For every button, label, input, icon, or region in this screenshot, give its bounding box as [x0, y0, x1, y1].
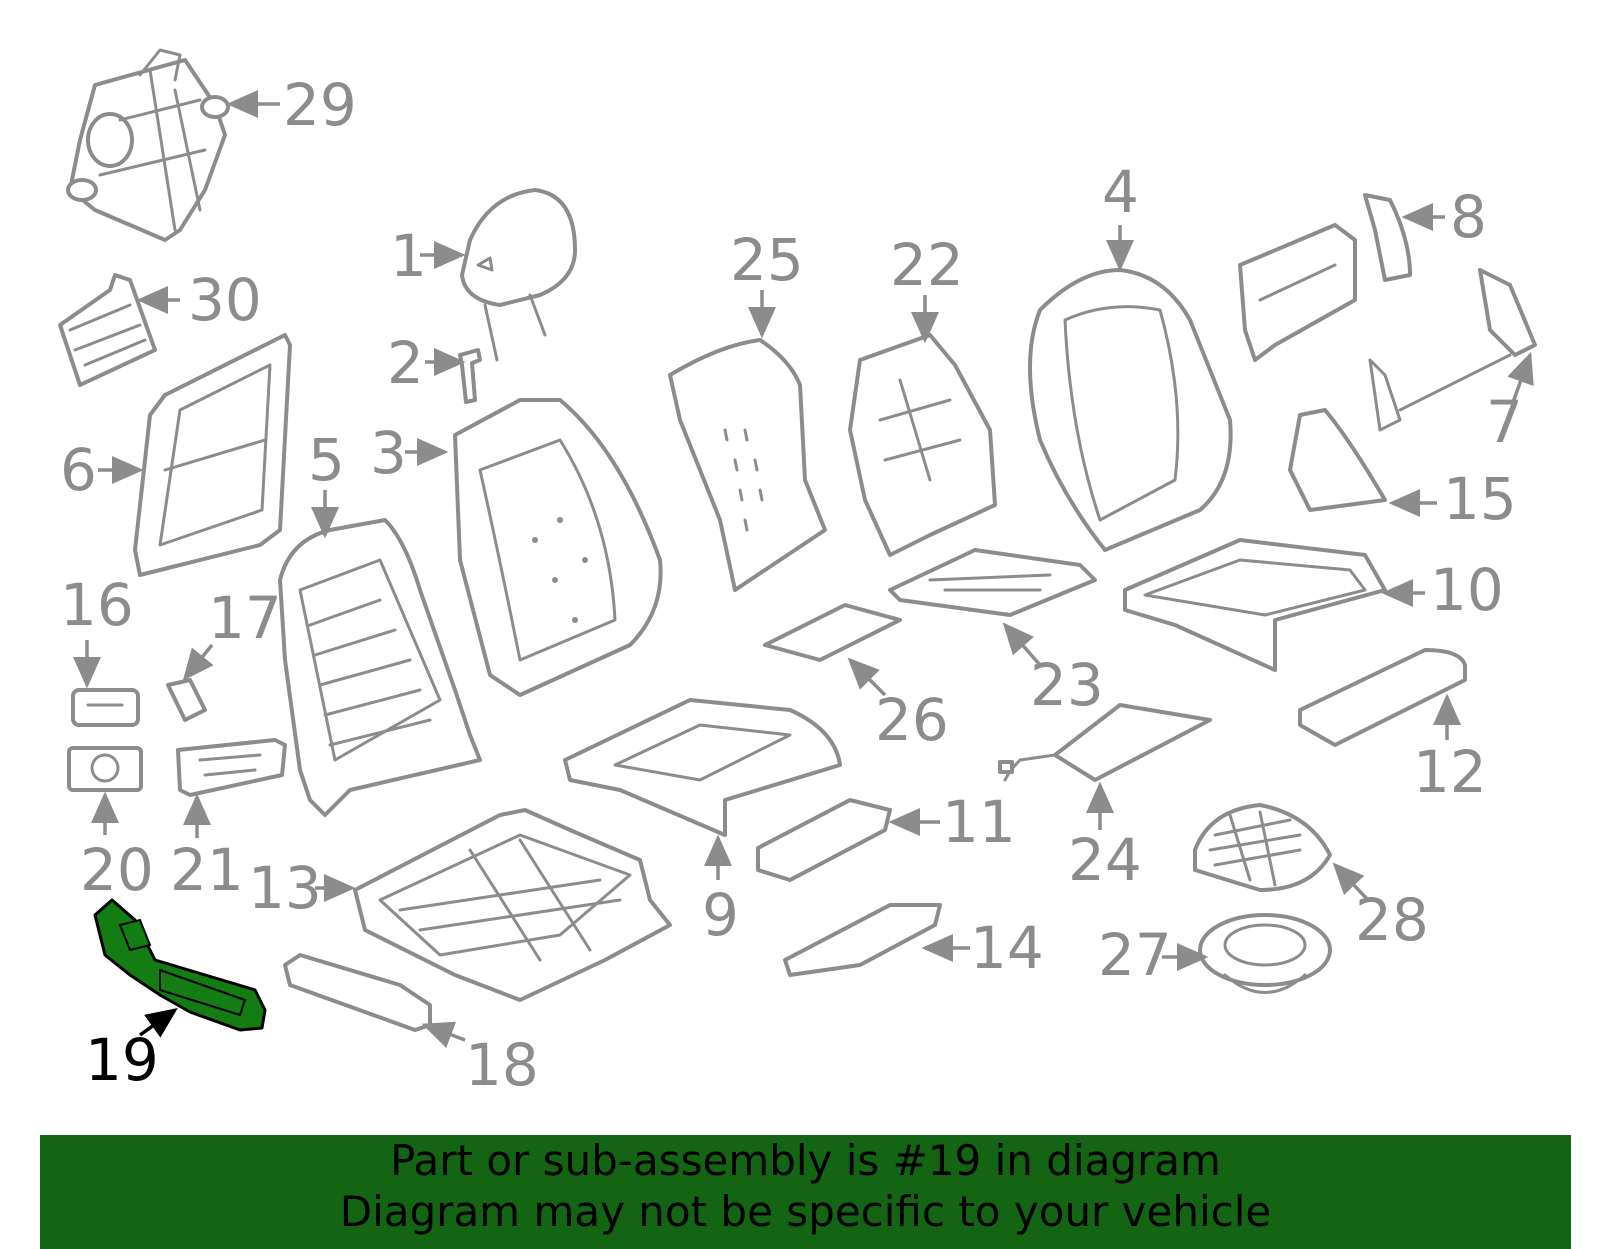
part-24-sensor-mat	[998, 703, 1212, 782]
part-23-heater-mat	[888, 548, 1097, 617]
part-7-side-shield	[1368, 268, 1537, 432]
callout-14[interactable]: 14	[970, 914, 1044, 982]
part-26-plate	[763, 603, 902, 662]
callout-17[interactable]: 17	[208, 584, 282, 652]
part-21-switch-module	[176, 738, 287, 797]
callout-29[interactable]: 29	[283, 71, 357, 139]
callout-11[interactable]: 11	[942, 788, 1016, 856]
callout-5[interactable]: 5	[308, 426, 345, 494]
part-3-back-cover	[453, 398, 663, 697]
callout-labels: 29 30 1 2 3 6 5 25 22 4 8 7 15 10 12 23 …	[60, 71, 1523, 1099]
part-13-seat-frame	[353, 808, 672, 1002]
part-16-switch	[71, 688, 140, 727]
callout-9[interactable]: 9	[702, 881, 739, 949]
part-12-cushion-pad	[1298, 648, 1467, 747]
part-27-speaker	[1198, 913, 1332, 994]
callout-8[interactable]: 8	[1450, 183, 1487, 251]
part-20-switch	[67, 746, 143, 792]
part-29-motor-assembly	[66, 48, 230, 242]
callout-13[interactable]: 13	[248, 854, 322, 922]
part-11-pad	[756, 798, 892, 882]
info-banner: Part or sub-assembly is #19 in diagram D…	[40, 1135, 1571, 1249]
part-28-grille	[1193, 803, 1332, 892]
leader-lines	[73, 90, 1534, 1048]
part-19-side-trim	[93, 898, 267, 1032]
part-22-back-insert	[848, 333, 997, 557]
part-15-cover	[1288, 408, 1387, 512]
callout-21[interactable]: 21	[170, 836, 244, 904]
callout-6[interactable]: 6	[60, 436, 97, 504]
part-14-side-cover	[783, 903, 942, 977]
callout-18[interactable]: 18	[465, 1031, 539, 1099]
part-10-cushion-cover	[1123, 538, 1387, 672]
callout-3[interactable]: 3	[370, 419, 407, 487]
callout-20[interactable]: 20	[80, 836, 154, 904]
banner-line-1: Part or sub-assembly is #19 in diagram	[390, 1136, 1221, 1185]
part-5-back-frame	[278, 518, 482, 817]
callout-23[interactable]: 23	[1030, 651, 1104, 719]
callout-7[interactable]: 7	[1486, 388, 1523, 456]
callout-15[interactable]: 15	[1443, 465, 1517, 533]
part-30-bracket-panel	[58, 273, 157, 387]
callout-10[interactable]: 10	[1430, 556, 1504, 624]
callout-22[interactable]: 22	[890, 231, 964, 299]
part-4-back-cover	[1028, 268, 1233, 552]
part-17-knob	[166, 678, 207, 722]
callout-30[interactable]: 30	[188, 266, 262, 334]
callout-16[interactable]: 16	[60, 571, 134, 639]
callout-12[interactable]: 12	[1413, 738, 1487, 806]
callout-25[interactable]: 25	[730, 226, 804, 294]
banner-line-2: Diagram may not be specific to your vehi…	[339, 1187, 1272, 1236]
callout-24[interactable]: 24	[1068, 826, 1142, 894]
part-6-back-panel	[133, 333, 292, 577]
callout-19[interactable]: 19	[85, 1026, 159, 1094]
part-8-side-shield	[1238, 193, 1412, 362]
part-1-headrest	[460, 188, 577, 362]
callout-2[interactable]: 2	[387, 329, 424, 397]
callout-27[interactable]: 27	[1098, 921, 1172, 989]
callout-26[interactable]: 26	[875, 686, 949, 754]
part-2-headrest-guide	[458, 348, 482, 404]
part-18-track-cover	[283, 953, 432, 1032]
callout-1[interactable]: 1	[390, 222, 427, 290]
callout-4[interactable]: 4	[1102, 158, 1139, 226]
part-25-back-pad	[668, 338, 827, 592]
callout-28[interactable]: 28	[1355, 886, 1429, 954]
part-9-cushion-base	[563, 698, 842, 837]
